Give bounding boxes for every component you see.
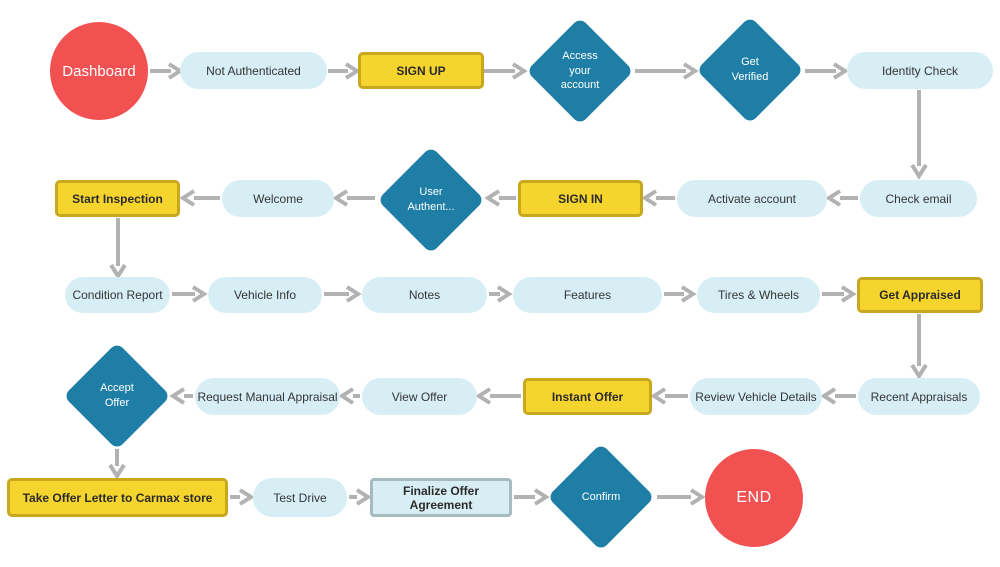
diamond-label: Accept Offer xyxy=(100,382,134,409)
connector-condition-vehicleinfo xyxy=(172,285,208,303)
connector-userauth-welcome xyxy=(332,189,375,207)
connector-recent-review xyxy=(820,387,856,405)
node-not-authenticated[interactable]: Not Authenticated xyxy=(180,52,327,89)
diamond-label: User Authent... xyxy=(407,186,455,213)
connector-review-instantoffer xyxy=(650,387,688,405)
node-get-verified[interactable]: Get Verified xyxy=(696,16,804,124)
node-start-inspection[interactable]: Start Inspection xyxy=(55,180,180,217)
node-check-email[interactable]: Check email xyxy=(860,180,977,217)
node-notes[interactable]: Notes xyxy=(362,277,487,313)
node-sign-in[interactable]: SIGN IN xyxy=(518,180,643,217)
node-accept-offer[interactable]: Accept Offer xyxy=(63,342,171,450)
connector-identity-checkemail xyxy=(910,90,928,180)
connector-startinspection-condition xyxy=(109,218,127,280)
node-user-authenticated[interactable]: User Authent... xyxy=(377,146,485,254)
node-get-appraised[interactable]: Get Appraised xyxy=(857,277,983,313)
node-recent-appraisals[interactable]: Recent Appraisals xyxy=(858,378,980,415)
node-vehicle-info[interactable]: Vehicle Info xyxy=(208,277,322,313)
node-confirm[interactable]: Confirm xyxy=(547,443,655,551)
connector-confirm-end xyxy=(657,488,706,506)
connector-access-verified xyxy=(635,62,699,80)
node-activate-account[interactable]: Activate account xyxy=(677,180,827,217)
node-view-offer[interactable]: View Offer xyxy=(362,378,477,415)
connector-vehicleinfo-notes xyxy=(324,285,362,303)
connector-tires-appraised xyxy=(822,285,857,303)
connector-signup-access xyxy=(484,62,528,80)
node-features[interactable]: Features xyxy=(513,277,662,313)
connector-testdrive-finalize xyxy=(349,488,372,506)
connector-features-tires xyxy=(664,285,697,303)
connector-checkemail-activate xyxy=(825,189,858,207)
node-test-drive[interactable]: Test Drive xyxy=(253,478,347,517)
node-finalize-offer-agreement[interactable]: Finalize Offer Agreement xyxy=(370,478,512,517)
connector-request-acceptoffer xyxy=(169,387,193,405)
connector-appraised-recent xyxy=(910,314,928,380)
connector-instantoffer-viewoffer xyxy=(475,387,521,405)
node-sign-up[interactable]: SIGN UP xyxy=(358,52,484,89)
node-identity-check[interactable]: Identity Check xyxy=(847,52,993,89)
connector-signin-userauth xyxy=(484,189,516,207)
node-review-vehicle-details[interactable]: Review Vehicle Details xyxy=(690,378,822,415)
node-end[interactable]: END xyxy=(705,449,803,547)
node-take-offer-letter[interactable]: Take Offer Letter to Carmax store xyxy=(7,478,228,517)
connector-dashboard-notauth xyxy=(150,62,184,80)
connector-notauth-signup xyxy=(328,62,361,80)
connector-acceptoffer-takeoffer xyxy=(108,449,126,480)
node-access-your-account[interactable]: Access your account xyxy=(526,17,634,125)
connector-welcome-startinspection xyxy=(179,189,220,207)
node-condition-report[interactable]: Condition Report xyxy=(65,277,170,313)
connector-activate-signin xyxy=(641,189,675,207)
connector-viewoffer-request xyxy=(338,387,360,405)
node-tires-wheels[interactable]: Tires & Wheels xyxy=(697,277,820,313)
connector-finalize-confirm xyxy=(514,488,550,506)
node-instant-offer[interactable]: Instant Offer xyxy=(523,378,652,415)
connector-notes-features xyxy=(489,285,513,303)
node-welcome[interactable]: Welcome xyxy=(222,180,334,217)
connector-verified-identity xyxy=(805,62,849,80)
diamond-label: Get Verified xyxy=(731,56,769,83)
diamond-label: Access your account xyxy=(560,49,600,92)
connector-takeoffer-testdrive xyxy=(230,488,255,506)
node-dashboard[interactable]: Dashboard xyxy=(50,22,148,120)
diamond-label: Confirm xyxy=(581,490,621,503)
node-request-manual-appraisal[interactable]: Request Manual Appraisal xyxy=(195,378,340,415)
